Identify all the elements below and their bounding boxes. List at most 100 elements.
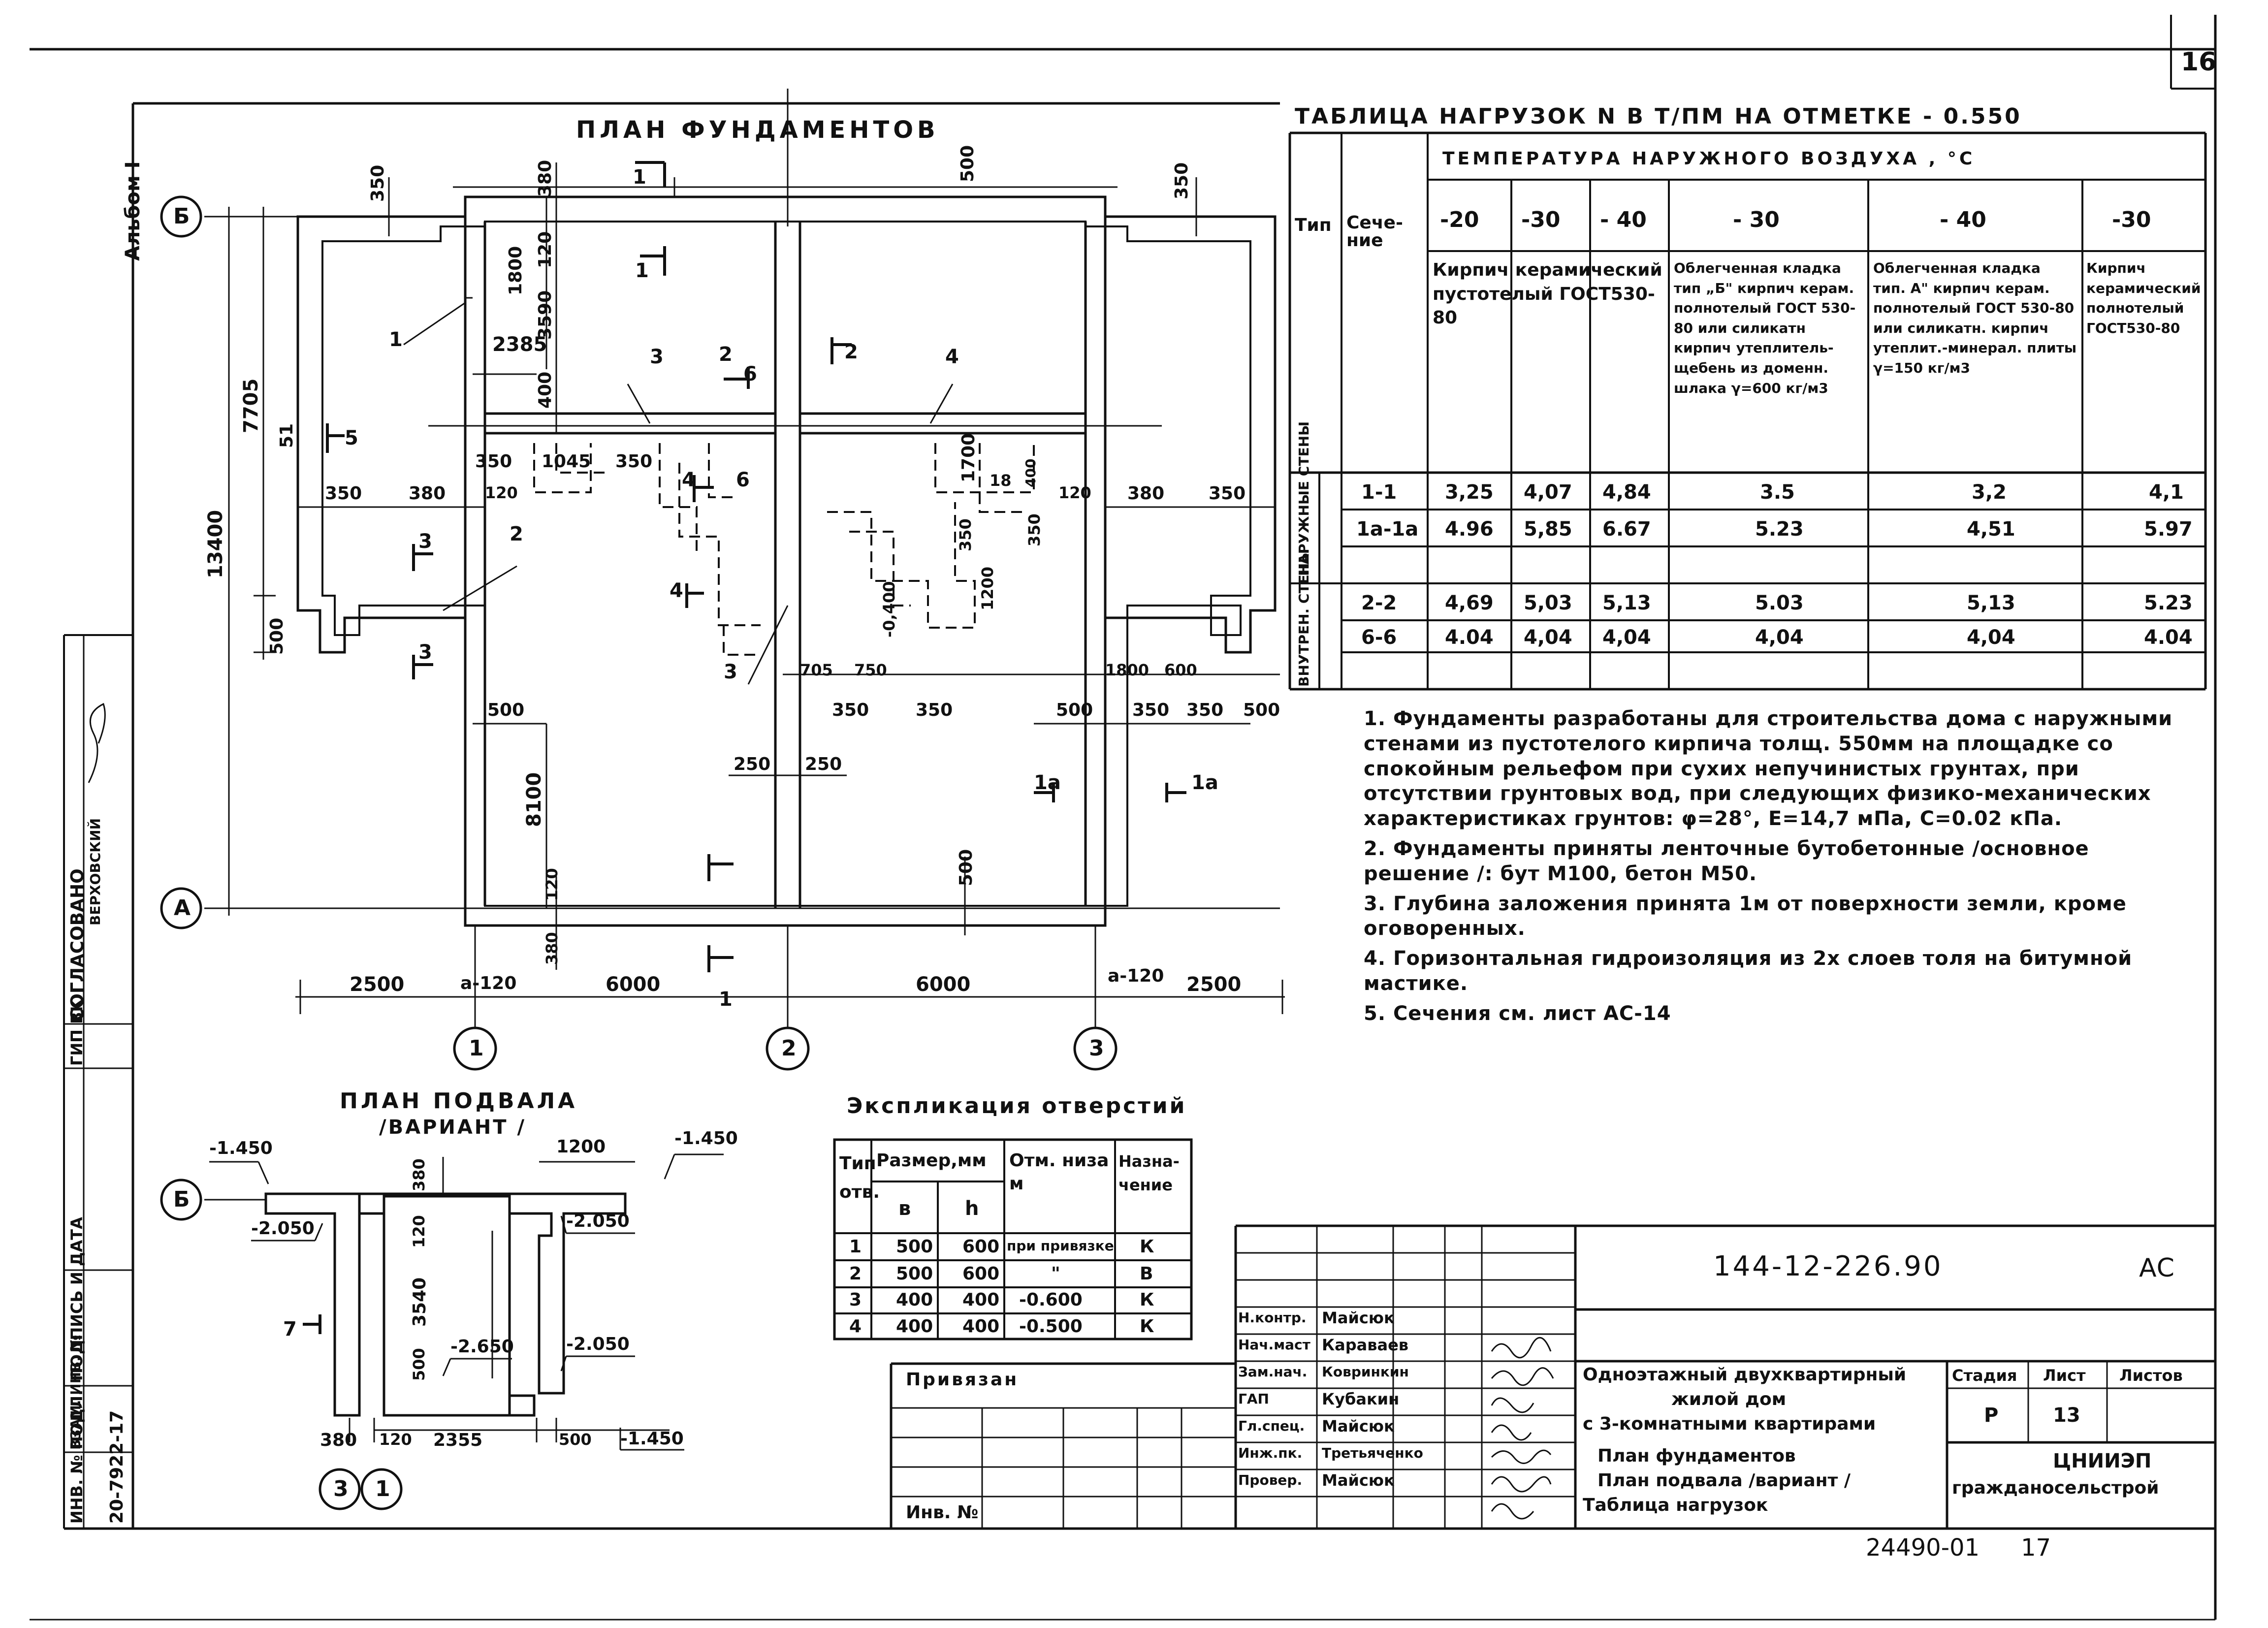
person-2: Каравaев xyxy=(1322,1336,1409,1354)
person-1: Майсюк xyxy=(1322,1309,1395,1327)
dim-380-a: 380 xyxy=(409,483,446,504)
level-b-6: -2.050 xyxy=(566,1334,630,1354)
material-2: Облегченная кладка тип „Б" кирпич керам.… xyxy=(1674,260,1856,396)
dim-top-380: 380 xyxy=(535,160,555,197)
project-line-2: жилой дом xyxy=(1671,1389,1787,1409)
loads-row-3-v4: 5.03 xyxy=(1755,592,1804,614)
section-3-top: 3 xyxy=(418,530,432,553)
opening-1-level: при привязке xyxy=(1007,1238,1114,1254)
openings-rows: 1 500 600 при привязке К 2 500 600 " В 3… xyxy=(834,1233,1191,1339)
opening-1-b: 500 xyxy=(896,1237,933,1257)
role-1: Н.контр. xyxy=(1238,1309,1307,1326)
dim-350-h: 350 xyxy=(916,700,953,720)
dim-500-r: 500 xyxy=(1243,700,1280,720)
temp-col-2: -30 xyxy=(1521,207,1561,232)
loads-row-4-v4: 4,04 xyxy=(1755,626,1804,649)
role-5: Гл.спец. xyxy=(1238,1418,1305,1434)
opening-4-h: 400 xyxy=(962,1316,1000,1337)
verkhovsky-label: ВЕРХОВСКИЙ xyxy=(87,818,103,926)
dim-380-bottom: 380 xyxy=(543,932,561,965)
opening-4-type: 4 xyxy=(849,1316,862,1337)
tied-label: Привязан xyxy=(906,1370,1019,1390)
dim-2500-right: 2500 xyxy=(1186,973,1242,996)
loads-row-4-section: 6-6 xyxy=(1361,626,1397,649)
dim-8100: 8100 xyxy=(523,772,545,827)
opening-1-type: 1 xyxy=(849,1237,862,1257)
section-1a-right: 1а xyxy=(1191,771,1218,794)
loads-row-4-v3: 4,04 xyxy=(1602,626,1651,649)
basement-dim-3540: 3540 xyxy=(410,1277,430,1327)
dim-350-b: 350 xyxy=(475,451,512,472)
material-1: Кирпич керамический пустотелый ГОСТ530-8… xyxy=(1433,260,1662,328)
dim-6000-left: 6000 xyxy=(606,973,661,996)
loads-table-title: ТАБЛИЦА НАГРУЗОК N В Т/ПМ НА ОТМЕТКЕ - 0… xyxy=(1295,104,2022,129)
dim-13400: 13400 xyxy=(204,510,227,578)
section-4-top: 4 xyxy=(682,469,696,491)
axis-1-label: 1 xyxy=(469,1036,484,1061)
sheet-title-2: План подвала /вариант / xyxy=(1597,1470,1851,1491)
basement-dim-380: 380 xyxy=(410,1158,428,1191)
inv-no-label: Инв. № xyxy=(906,1502,979,1523)
dim-120-bottom: 120 xyxy=(543,868,561,901)
loads-row-2-v4: 5.23 xyxy=(1755,518,1804,541)
dim-400-mid: 400 xyxy=(1022,458,1039,487)
project-line-1: Одноэтажный двухквартирный xyxy=(1583,1365,1907,1385)
loads-row-3-v1: 4,69 xyxy=(1445,592,1494,614)
dim-top-500: 500 xyxy=(958,145,978,182)
dim-350-a: 350 xyxy=(325,483,362,504)
loads-row-1-v3: 4,84 xyxy=(1602,481,1651,504)
loads-row-2-v5: 4,51 xyxy=(1967,518,2015,541)
dim-250-left: 250 xyxy=(734,754,771,774)
opening-2-type: 2 xyxy=(849,1264,862,1284)
opening-2-purpose: В xyxy=(1140,1264,1153,1284)
role-4: ГАП xyxy=(1238,1391,1269,1407)
dim-500-left: 500 xyxy=(267,617,287,655)
section-3-bottom: 3 xyxy=(418,641,432,664)
opening-2-level: " xyxy=(1051,1264,1060,1284)
bottom-number: 17 xyxy=(2021,1534,2051,1562)
sheet-title-1: План фундаментов xyxy=(1597,1446,1796,1466)
section-6-b: 6 xyxy=(736,469,750,491)
basement-section-7: 7 xyxy=(283,1318,297,1341)
opening-2-h: 600 xyxy=(962,1264,1000,1284)
dim-350-e: 350 xyxy=(956,518,975,551)
temp-col-1: -20 xyxy=(1440,207,1479,232)
group-inner-walls: ВНУТРЕН. СТЕНЫ xyxy=(1296,548,1312,687)
basement-dim-1200: 1200 xyxy=(556,1137,606,1157)
axis-b-label: Б xyxy=(173,204,190,229)
basement-dim-120b: 120 xyxy=(379,1430,412,1449)
gip-vk-label: ГИП ВК xyxy=(67,999,86,1066)
dim-350-j: 350 xyxy=(1186,700,1224,720)
level-minus-0400: -0,400 xyxy=(880,581,898,638)
note-3: 3. Глубина заложения принята 1м от повер… xyxy=(1364,892,2127,940)
dim-6000-right: 6000 xyxy=(916,973,971,996)
stage-header: Стадия xyxy=(1952,1366,2017,1385)
loads-row-2-v1: 4.96 xyxy=(1445,518,1494,541)
callout-3-top: 3 xyxy=(650,346,664,368)
opening-3-purpose: К xyxy=(1140,1290,1154,1310)
basement-plan-subtitle: /ВАРИАНТ / xyxy=(379,1116,527,1139)
role-7: Провер. xyxy=(1238,1472,1303,1488)
callout-3-bottom: 3 xyxy=(724,661,737,683)
org-line-1: ЦНИИЭП xyxy=(2053,1450,2152,1472)
basement-dim-380b: 380 xyxy=(320,1430,357,1450)
opening-4-purpose: К xyxy=(1140,1316,1154,1337)
basement-plan-title: ПЛАН ПОДВАЛА xyxy=(340,1088,578,1114)
dim-1800: 1800 xyxy=(506,246,526,295)
opening-3-type: 3 xyxy=(849,1290,862,1310)
dim-350-d: 350 xyxy=(1209,483,1246,504)
dim-750: 750 xyxy=(854,661,887,679)
temp-col-5: - 40 xyxy=(1940,207,1986,232)
dim-1700: 1700 xyxy=(958,433,979,482)
dim-2385: 2385 xyxy=(492,333,547,356)
section-1-room: 1 xyxy=(635,259,649,282)
dim-250-right: 250 xyxy=(805,754,842,774)
loads-row-3-v6: 5.23 xyxy=(2144,592,2193,614)
callout-2: 2 xyxy=(510,523,523,545)
section-6-a: 6 xyxy=(743,363,757,385)
loads-row-3-section: 2-2 xyxy=(1361,592,1397,614)
note-2: 2. Фундаменты приняты ленточные бутобето… xyxy=(1364,837,2089,885)
opening-2-b: 500 xyxy=(896,1264,933,1284)
loads-col-type: Тип xyxy=(1295,215,1332,235)
inv-number: 20-7922-17 xyxy=(107,1410,127,1524)
